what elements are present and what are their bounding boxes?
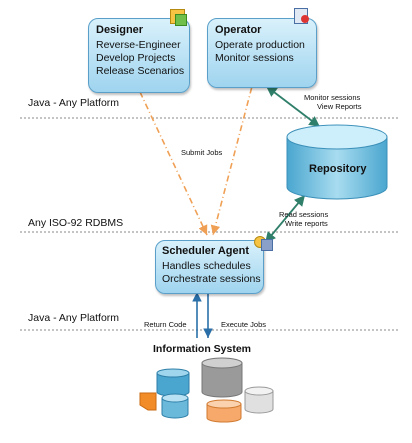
monitor-label: Monitor sessions bbox=[304, 93, 361, 102]
scheduler-line: Orchestrate sessions bbox=[162, 273, 261, 285]
scheduler-line: Handles schedules bbox=[162, 260, 251, 272]
designer-line: Release Scenarios bbox=[96, 65, 185, 77]
monitor-label: View Reports bbox=[317, 102, 362, 111]
read-write-label: Write reports bbox=[285, 219, 328, 228]
designer-box: Designer Reverse-Engineer Develop Projec… bbox=[88, 18, 190, 93]
zone-label-top: Java - Any Platform bbox=[28, 97, 120, 109]
scheduler-title: Scheduler Agent bbox=[162, 245, 249, 257]
monitor-arrow bbox=[265, 85, 321, 128]
information-system-title: Information System bbox=[153, 343, 252, 355]
operator-app-icon bbox=[292, 6, 312, 26]
read-write-label: Read sessions bbox=[279, 210, 329, 219]
repository-title: Repository bbox=[309, 163, 367, 175]
return-code-label: Return Code bbox=[144, 320, 187, 329]
designer-title: Designer bbox=[96, 24, 144, 36]
submit-arrow-designer bbox=[139, 91, 208, 236]
operator-line: Operate production bbox=[215, 39, 305, 51]
designer-line: Develop Projects bbox=[96, 52, 176, 64]
submit-jobs-label: Submit Jobs bbox=[181, 148, 223, 157]
operator-title: Operator bbox=[215, 24, 262, 36]
operator-box: Operator Operate production Monitor sess… bbox=[207, 18, 317, 88]
designer-app-icon bbox=[168, 6, 188, 26]
submit-arrow-operator bbox=[210, 74, 256, 236]
execute-jobs-label: Execute Jobs bbox=[221, 320, 267, 329]
zone-label-bottom: Java - Any Platform bbox=[28, 312, 120, 324]
repository-cylinder bbox=[286, 124, 388, 200]
database-icons bbox=[139, 357, 274, 423]
zone-label-middle: Any ISO-92 RDBMS bbox=[28, 217, 124, 229]
read-write-arrow bbox=[264, 194, 306, 244]
scheduler-app-icon bbox=[252, 232, 274, 252]
designer-line: Reverse-Engineer bbox=[96, 39, 181, 51]
operator-line: Monitor sessions bbox=[215, 52, 294, 64]
scheduler-agent-box: Scheduler Agent Handles schedules Orches… bbox=[155, 240, 264, 294]
